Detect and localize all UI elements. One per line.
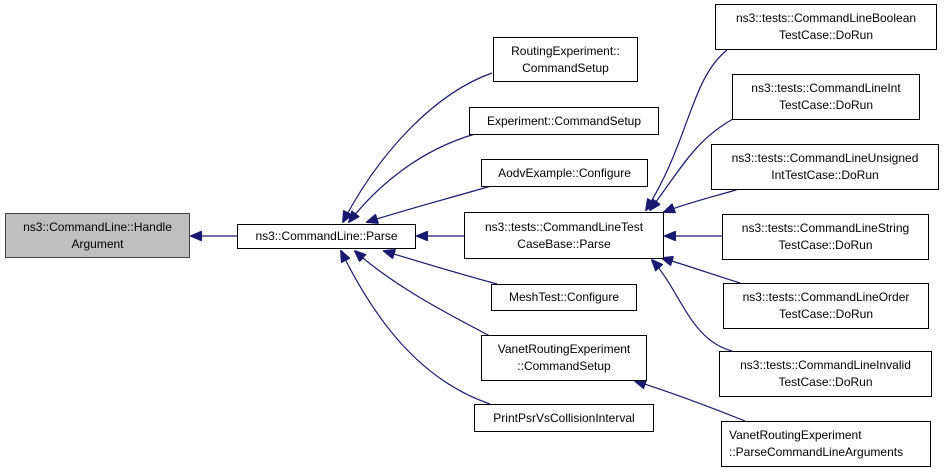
node-label: ns3::tests::CommandLineInvalid: [740, 358, 911, 372]
node-label: AodvExample::Configure: [498, 165, 631, 180]
node-unsigned-int-testcase-dorun[interactable]: ns3::tests::CommandLineUnsigned IntTestC…: [711, 144, 939, 190]
edge-aodvexample-configure-to-commandline-parse: [367, 185, 492, 222]
node-int-testcase-dorun[interactable]: ns3::tests::CommandLineInt TestCase::DoR…: [732, 74, 920, 120]
edge-meshtest-configure-to-commandline-parse: [384, 251, 498, 285]
edge-unsigned-dorun-to-testcasebase-parse: [664, 188, 740, 212]
edge-int-dorun-to-testcasebase-parse: [650, 118, 734, 210]
node-label: ::ParseCommandLineArguments: [729, 445, 904, 459]
node-label: VanetRoutingExperiment: [729, 428, 862, 442]
node-vanet-commandsetup[interactable]: VanetRoutingExperiment ::CommandSetup: [481, 335, 647, 381]
node-label: ns3::CommandLine::Parse: [255, 229, 398, 243]
node-label: MeshTest::Configure: [508, 290, 620, 304]
edge-vanet-parseargs-to-vanet-commandsetup: [635, 381, 746, 422]
node-label: CaseBase::Parse: [517, 236, 611, 251]
node-label: TestCase::DoRun: [778, 375, 873, 389]
node-label: ns3::tests::CommandLineTest: [484, 219, 644, 234]
edge-printpsr-to-commandline-parse: [341, 251, 491, 405]
node-label: ns3::tests::CommandLineString: [741, 221, 910, 235]
node-label: VanetRoutingExperiment: [497, 342, 631, 356]
edge-vanet-commandsetup-to-commandline-parse: [355, 251, 491, 337]
node-commandline-parse[interactable]: ns3::CommandLine::Parse: [237, 224, 416, 249]
node-label: Argument: [71, 236, 124, 251]
node-aodvexample-configure[interactable]: AodvExample::Configure: [481, 159, 648, 187]
node-experiment-commandsetup[interactable]: Experiment::CommandSetup: [469, 107, 659, 135]
edge-invalid-dorun-to-testcasebase-parse: [652, 260, 733, 352]
node-label: ns3::tests::CommandLineUnsigned: [731, 151, 919, 165]
node-testcasebase-parse[interactable]: ns3::tests::CommandLineTest CaseBase::Pa…: [464, 212, 664, 259]
node-boolean-testcase-dorun[interactable]: ns3::tests::CommandLineBoolean TestCase:…: [715, 4, 937, 50]
node-label: ns3::CommandLine::Handle: [23, 219, 172, 234]
node-handle-argument: ns3::CommandLine::Handle Argument: [5, 213, 190, 258]
edge-boolean-dorun-to-testcasebase-parse: [646, 49, 728, 210]
node-label: ns3::tests::CommandLineInt: [751, 81, 901, 95]
node-invalid-testcase-dorun[interactable]: ns3::tests::CommandLineInvalid TestCase:…: [719, 351, 932, 397]
edge-routing-experiment-commandsetup-to-commandline-parse: [343, 72, 493, 222]
node-label: Experiment::CommandSetup: [486, 113, 642, 128]
node-label: IntTestCase::DoRun: [771, 168, 879, 182]
node-label: ns3::tests::CommandLineBoolean: [735, 11, 917, 25]
node-routing-experiment-commandsetup[interactable]: RoutingExperiment:: CommandSetup: [493, 37, 638, 82]
node-string-testcase-dorun[interactable]: ns3::tests::CommandLineString TestCase::…: [722, 214, 929, 260]
node-printpsr-collision-interval[interactable]: PrintPsrVsCollisionInterval: [474, 404, 654, 432]
node-label: CommandSetup: [522, 60, 609, 75]
node-label: ns3::tests::CommandLineOrder: [742, 290, 910, 304]
node-label: TestCase::DoRun: [778, 238, 873, 252]
node-label: TestCase::DoRun: [778, 98, 874, 112]
node-vanet-parse-commandline-arguments[interactable]: VanetRoutingExperiment ::ParseCommandLin…: [721, 421, 931, 467]
node-label: RoutingExperiment::: [511, 43, 620, 58]
edge-experiment-commandsetup-to-commandline-parse: [349, 133, 476, 222]
node-label: TestCase::DoRun: [778, 307, 874, 321]
node-label: ::CommandSetup: [517, 359, 611, 373]
node-order-testcase-dorun[interactable]: ns3::tests::CommandLineOrder TestCase::D…: [723, 283, 929, 329]
node-label: PrintPsrVsCollisionInterval: [493, 410, 635, 425]
node-label: TestCase::DoRun: [778, 28, 874, 42]
node-meshtest-configure[interactable]: MeshTest::Configure: [491, 284, 637, 311]
edge-order-dorun-to-testcasebase-parse: [662, 258, 741, 284]
